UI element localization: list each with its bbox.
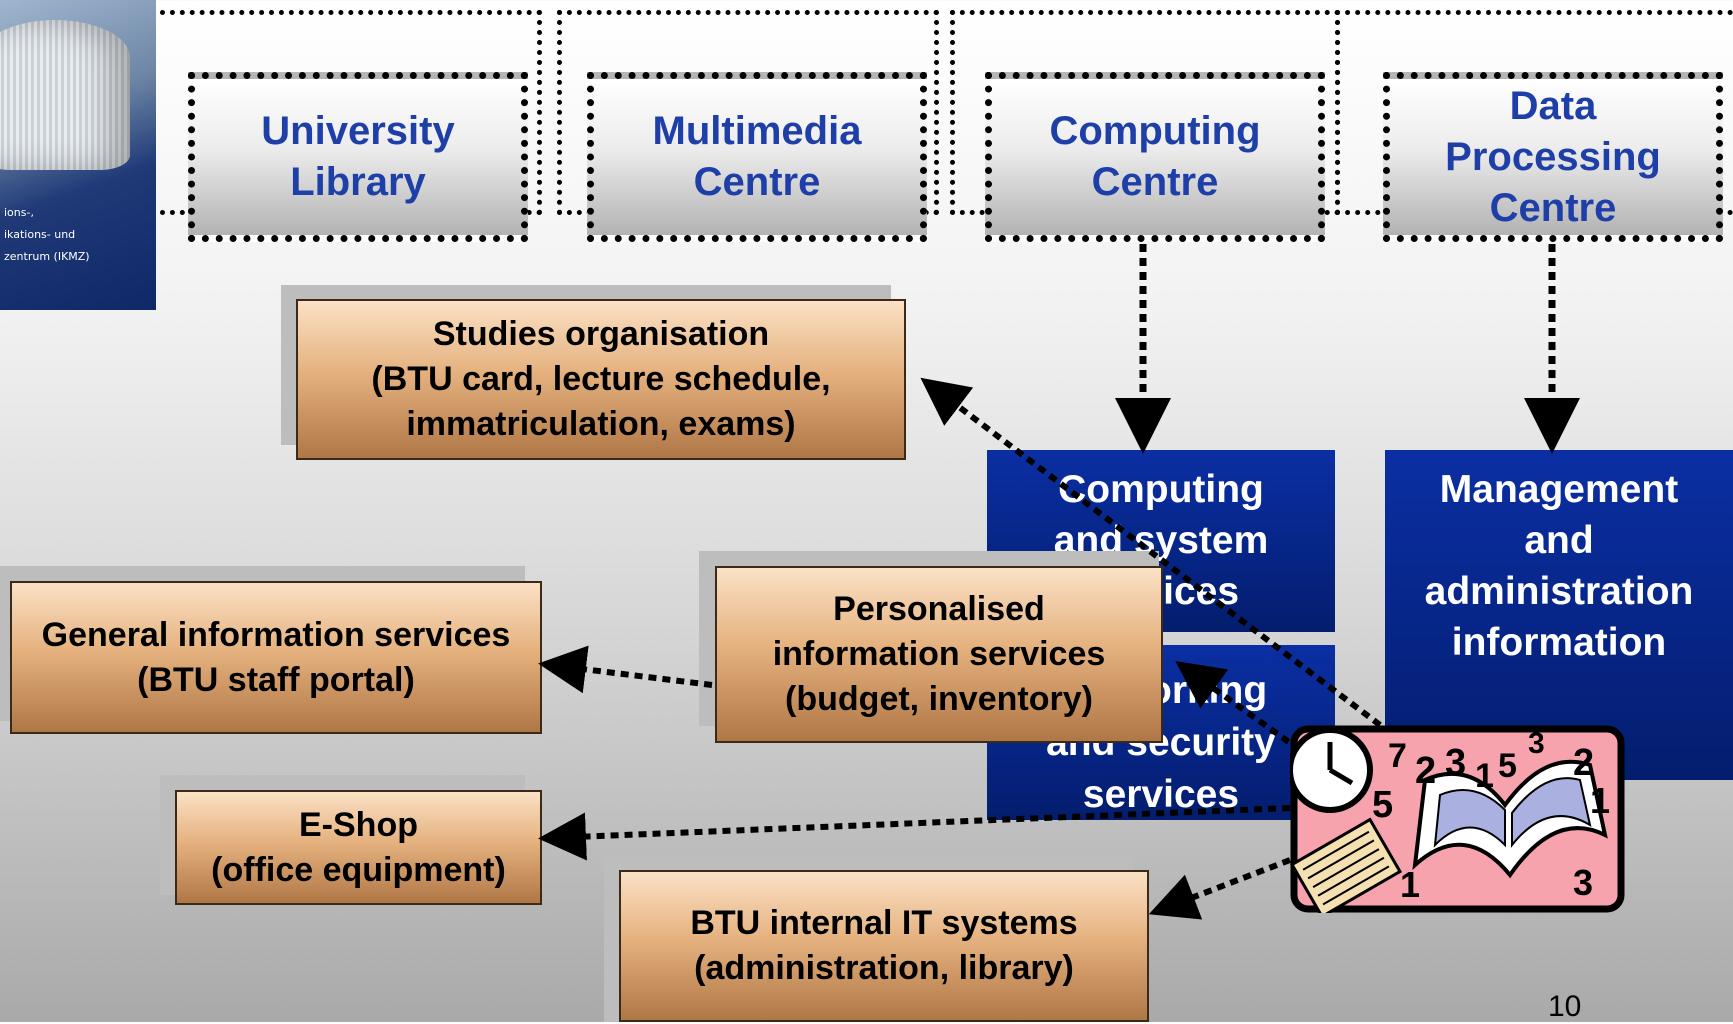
personalised-information-box: Personalised information services (budge… <box>715 566 1163 743</box>
arrow-to-eshop <box>538 805 1291 861</box>
arrow-to-general <box>538 645 713 694</box>
logo-caption-line: ikations- und <box>4 228 76 241</box>
arrow-to-internal <box>1148 857 1292 920</box>
building-image <box>0 20 130 170</box>
arrow-to-studies <box>920 377 1382 728</box>
clipart-digit: 1 <box>1475 757 1494 795</box>
clipart-digit: 3 <box>1573 862 1593 903</box>
clipart-digit: 1 <box>1590 780 1610 821</box>
clipart-digit: 2 <box>1415 750 1436 792</box>
studies-organisation-box: Studies organisation (BTU card, lecture … <box>296 299 906 460</box>
logo-caption-line: ions-, <box>4 206 34 219</box>
clipart-digit: 3 <box>1445 742 1466 784</box>
general-information-box: General information services (BTU staff … <box>10 581 542 734</box>
clipart-digit: 7 <box>1388 737 1407 775</box>
clipart-digit: 2 <box>1573 742 1594 784</box>
eshop-box: E-Shop (office equipment) <box>175 790 542 905</box>
unit-label: University Library <box>261 109 455 204</box>
unit-university-library: University Library <box>188 72 528 242</box>
studies-organisation-label: Studies organisation (BTU card, lecture … <box>371 315 831 443</box>
general-information-label: General information services (BTU staff … <box>41 615 511 699</box>
clock-book-numbers-icon: 7 2 3 1 5 3 2 5 1 1 3 <box>1287 725 1625 919</box>
clipart-digit: 3 <box>1528 727 1545 760</box>
logo-caption: ions-, ikations- und zentrum (IKMZ) <box>4 202 90 268</box>
internal-it-systems-label: BTU internal IT systems (administration,… <box>690 904 1078 987</box>
management-info-box: Management and administration informatio… <box>1385 450 1733 780</box>
clipart-digit: 5 <box>1498 747 1517 785</box>
unit-label: Data Processing Centre <box>1445 83 1661 230</box>
unit-label: Multimedia Centre <box>652 109 862 204</box>
clipart-digit: 1 <box>1400 864 1420 905</box>
page-number: 10 <box>1548 990 1582 1023</box>
clipart-digit: 5 <box>1372 784 1393 826</box>
arrow-to-personalised <box>1175 661 1302 753</box>
ikmz-logo-image: ions-, ikations- und zentrum (IKMZ) <box>0 0 156 310</box>
logo-caption-line: zentrum (IKMZ) <box>4 250 90 263</box>
unit-multimedia-centre: Multimedia Centre <box>587 72 927 242</box>
eshop-label: E-Shop (office equipment) <box>211 805 506 889</box>
personalised-information-label: Personalised information services (budge… <box>772 590 1106 718</box>
clipart-svg: 7 2 3 1 5 3 2 5 1 1 3 <box>1287 725 1625 919</box>
unit-data-processing-centre: Data Processing Centre <box>1383 72 1723 242</box>
unit-computing-centre: Computing Centre <box>985 72 1325 242</box>
management-info-label: Management and administration informatio… <box>1424 468 1694 664</box>
internal-it-systems-box: BTU internal IT systems (administration,… <box>619 870 1149 1022</box>
unit-label: Computing Centre <box>1049 109 1261 204</box>
